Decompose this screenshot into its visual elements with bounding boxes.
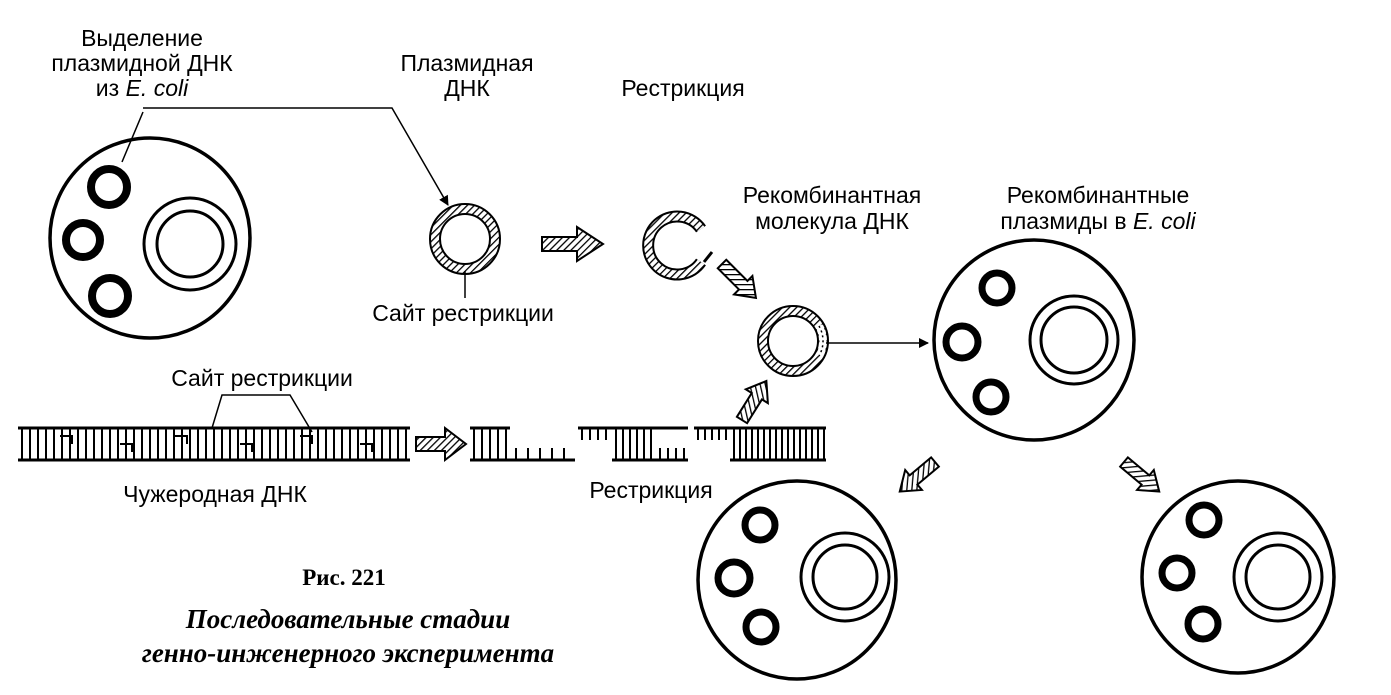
recombinant-plasmid: [1158, 554, 1196, 592]
isolation-pointer-line: [121, 111, 144, 163]
ecoli-cell-source: [48, 136, 252, 340]
plasmid-ring: [62, 219, 104, 261]
recombinant-molecule-label-line2: молекула ДНК: [755, 208, 909, 234]
plasmid-dna: [429, 203, 501, 275]
isolation-label-line1: Выделение: [81, 25, 203, 51]
recombinant-plasmid: [714, 558, 754, 598]
recombinant-plasmid: [942, 322, 982, 362]
block-arrow-from-fragments: [735, 379, 769, 425]
cut-plasmid: [642, 210, 714, 281]
restriction-site-label-plasmid: Сайт рестрикции: [372, 300, 554, 326]
restriction-site-label-foreign: Сайт рестрикции: [171, 365, 353, 391]
caption-line2: генно-инженерного эксперимента: [142, 638, 554, 668]
ecoli-cell-daughter-2: [1140, 479, 1336, 675]
restriction-label-bottom: Рестрикция: [589, 477, 712, 503]
recombinant-molecule-label-line1: Рекомбинантная: [743, 182, 922, 208]
figure-number: Рис. 221: [302, 565, 386, 590]
block-arrow-division-left: [898, 455, 941, 493]
foreign-site-pointer: [211, 394, 313, 433]
plasmid-ring: [87, 165, 131, 209]
block-arrow-division-right: [1118, 455, 1161, 493]
plasmid-label-line1: Плазмидная: [400, 50, 533, 76]
ecoli-cell-daughter-1: [696, 479, 898, 681]
isolation-label-line2: плазмидной ДНК: [51, 50, 233, 76]
recombinant-plasmid: [741, 506, 779, 544]
plasmid-label-line2: ДНК: [444, 75, 490, 101]
isolation-label-line3: из E. coli: [96, 75, 189, 101]
recombinant-plasmids-label-line2: плазмиды в E. coli: [1000, 208, 1196, 234]
restriction-label-top: Рестрикция: [621, 75, 744, 101]
recombinant-dna-molecule: [757, 305, 829, 377]
recombinant-plasmids-label-line1: Рекомбинантные: [1007, 182, 1190, 208]
recombinant-plasmid: [978, 269, 1016, 307]
foreign-dna-fragments: [470, 426, 826, 462]
recombinant-plasmid: [1184, 605, 1222, 643]
block-arrow-to-recombinant-top: [716, 258, 758, 300]
recombinant-plasmid: [972, 378, 1010, 416]
recombinant-plasmid: [1185, 501, 1223, 539]
ecoli-cell-recombinant: [932, 238, 1136, 442]
isolation-arrow: [143, 107, 449, 206]
block-arrow-foreign-restriction: [415, 425, 468, 463]
recombinant-plasmid: [742, 608, 780, 646]
foreign-dna: [18, 426, 410, 462]
caption-line1: Последовательные стадии: [185, 604, 510, 634]
chromosome-inner: [155, 209, 225, 279]
block-arrow-restriction: [541, 225, 605, 263]
chromosome-outer: [142, 196, 238, 292]
foreign-dna-label: Чужеродная ДНК: [123, 481, 307, 507]
plasmid-ring: [88, 274, 132, 318]
